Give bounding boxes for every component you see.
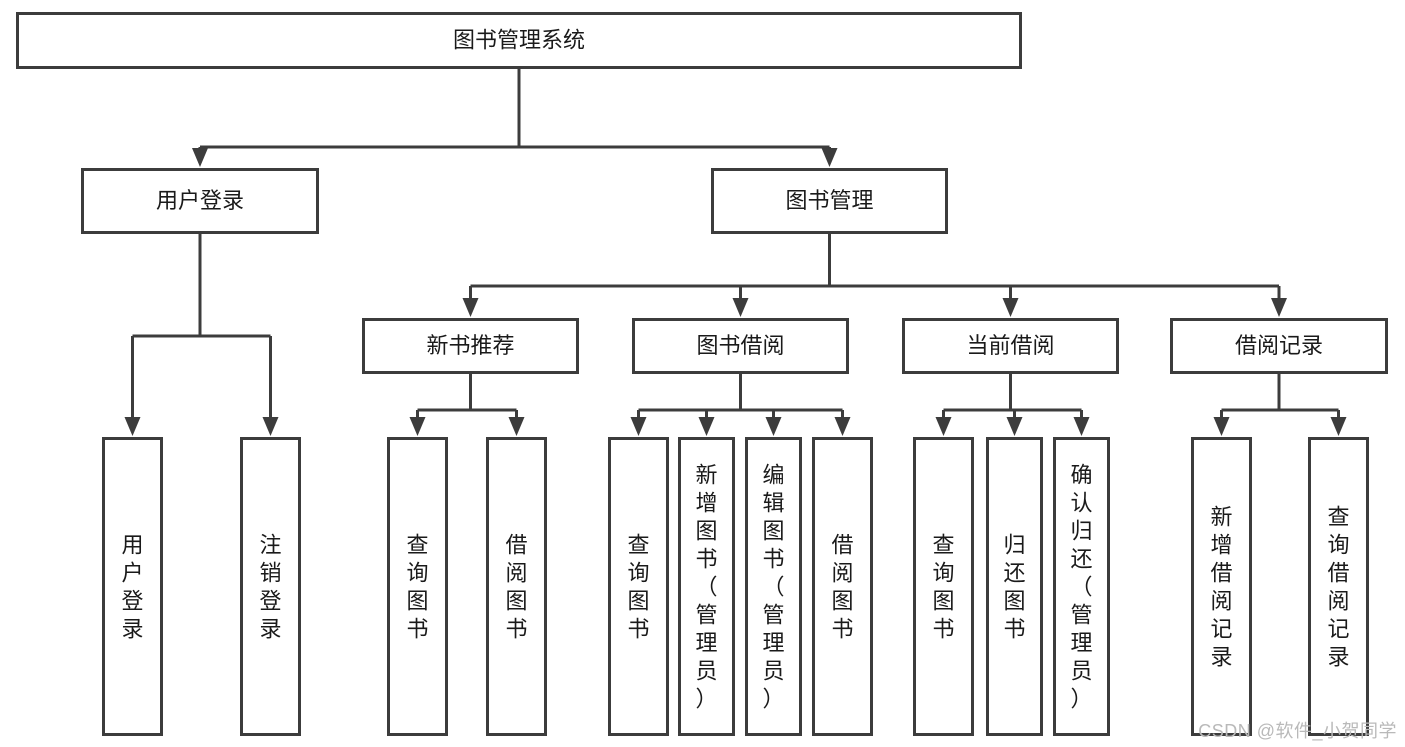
node-label: 新增图书（管理员） — [695, 462, 717, 711]
node-label: 新增借阅记录 — [1210, 504, 1232, 669]
node-label: 确认归还（管理员） — [1070, 462, 1092, 711]
node-label: 图书管理系统 — [453, 27, 585, 52]
node-book-mgmt[interactable]: 图书管理 — [711, 168, 948, 234]
node-leaf-user-login[interactable]: 用户登录 — [102, 437, 163, 736]
node-borrow-record[interactable]: 借阅记录 — [1170, 318, 1388, 374]
node-leaf-borrow-book-2[interactable]: 借阅图书 — [812, 437, 873, 736]
node-leaf-add-record[interactable]: 新增借阅记录 — [1191, 437, 1252, 736]
node-label: 查询图书 — [932, 532, 954, 641]
node-leaf-query-book-2[interactable]: 查询图书 — [608, 437, 669, 736]
node-leaf-add-book[interactable]: 新增图书（管理员） — [678, 437, 735, 736]
node-current-borrow[interactable]: 当前借阅 — [902, 318, 1119, 374]
node-label: 编辑图书（管理员） — [762, 462, 784, 711]
node-leaf-query-book-3[interactable]: 查询图书 — [913, 437, 974, 736]
node-label: 图书借阅 — [696, 333, 784, 358]
node-leaf-borrow-book-1[interactable]: 借阅图书 — [486, 437, 547, 736]
node-root[interactable]: 图书管理系统 — [16, 12, 1022, 69]
node-label: 借阅图书 — [831, 532, 853, 641]
node-label: 归还图书 — [1003, 532, 1025, 641]
node-label: 查询借阅记录 — [1327, 504, 1349, 669]
node-label: 当前借阅 — [966, 333, 1054, 358]
node-label: 借阅记录 — [1235, 333, 1323, 358]
node-book-borrow[interactable]: 图书借阅 — [632, 318, 849, 374]
node-label: 用户登录 — [121, 532, 143, 641]
node-label: 新书推荐 — [426, 333, 514, 358]
node-leaf-return-book[interactable]: 归还图书 — [986, 437, 1043, 736]
node-label: 注销登录 — [259, 532, 281, 641]
node-label: 图书管理 — [785, 188, 873, 213]
node-user-login[interactable]: 用户登录 — [81, 168, 319, 234]
node-layer: 图书管理系统用户登录图书管理新书推荐图书借阅当前借阅借阅记录用户登录注销登录查询… — [16, 12, 1388, 736]
node-leaf-confirm-return[interactable]: 确认归还（管理员） — [1053, 437, 1110, 736]
node-leaf-query-book-1[interactable]: 查询图书 — [387, 437, 448, 736]
node-label: 查询图书 — [406, 532, 428, 641]
node-new-book-rec[interactable]: 新书推荐 — [362, 318, 579, 374]
node-label: 查询图书 — [627, 532, 649, 641]
node-label: 借阅图书 — [505, 532, 527, 641]
connector-layer — [124, 69, 1347, 436]
node-leaf-edit-book[interactable]: 编辑图书（管理员） — [745, 437, 802, 736]
node-leaf-query-record[interactable]: 查询借阅记录 — [1308, 437, 1369, 736]
node-label: 用户登录 — [156, 188, 244, 213]
node-leaf-logout[interactable]: 注销登录 — [240, 437, 301, 736]
